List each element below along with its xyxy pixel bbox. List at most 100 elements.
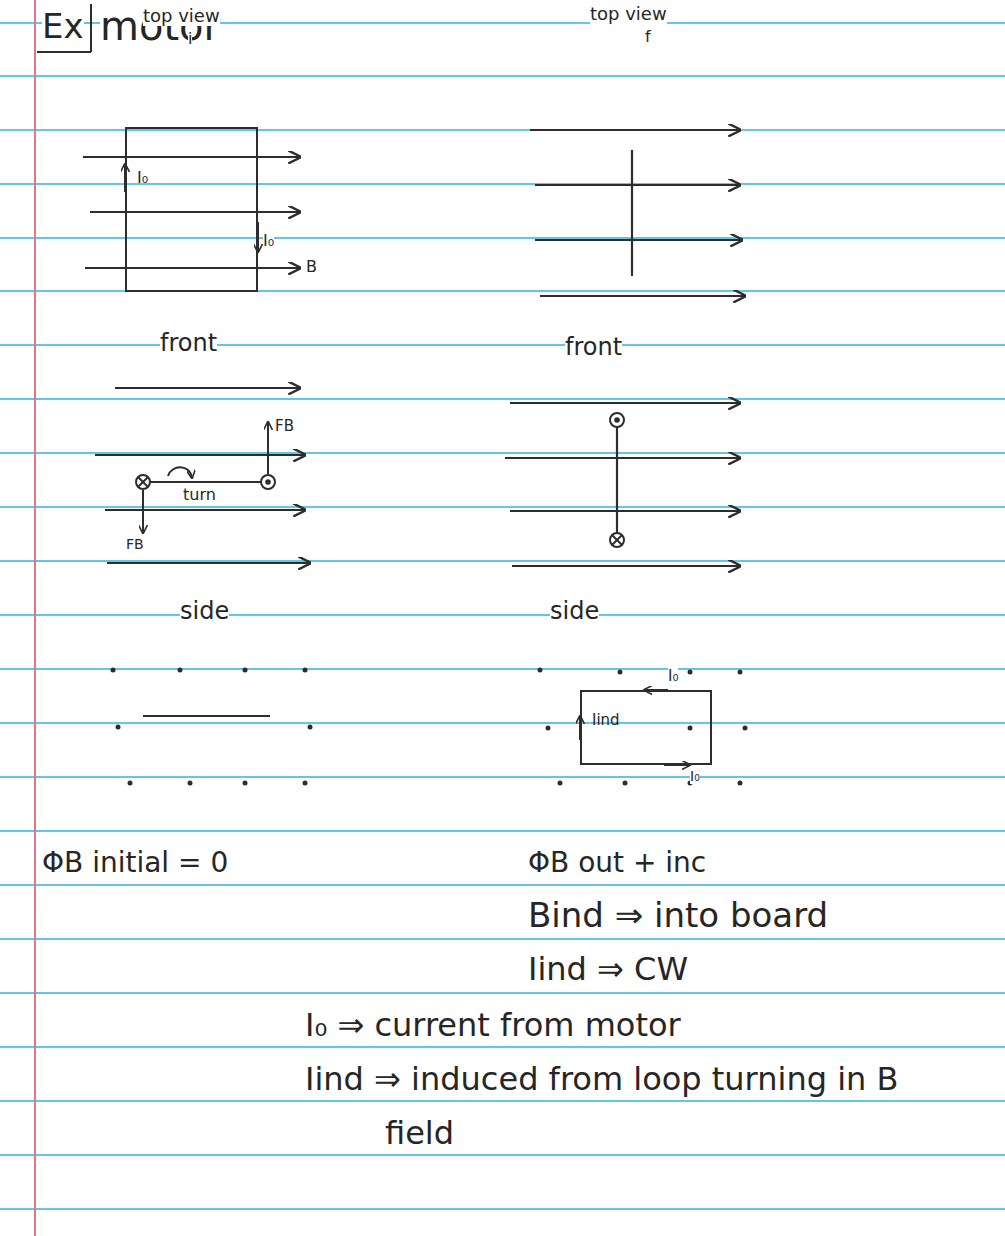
view-label: top view [143,6,220,26]
magnetic-field-arrow [85,267,300,269]
field-out-dot [688,670,693,675]
field-out-dot [738,670,743,675]
paper-rule-line [0,23,1005,1209]
field-out-dot [243,668,248,673]
paper-rule-line [0,75,1005,77]
force-label: FB [275,418,294,435]
magnetic-field-arrow [512,565,740,567]
current-label: Iind [592,712,620,729]
loop-edge-view [616,427,618,533]
field-out-dot [538,668,543,673]
field-out-dot [178,668,183,673]
example-box [90,4,92,52]
state-label: f [645,28,651,46]
paper-rule-line [0,560,1005,562]
paper-rule-line [0,992,1005,994]
paper-rule-line [0,668,1005,670]
margin-line [34,0,36,1236]
force-arrow [143,422,268,533]
loop-edge-view [143,715,270,717]
paper-rule-line [0,1100,1005,1102]
margin-line [34,0,36,1236]
paper-rule-line [0,938,1005,940]
current-symbol [261,475,275,489]
paper-rule-line [0,1208,1005,1210]
magnetic-field-arrow [535,184,740,186]
current-symbol [136,475,150,489]
note-text: Bind ⇒ into board [528,897,828,934]
current-symbol [136,413,624,547]
field-out-dot [743,726,748,731]
field-out-dot [546,726,551,731]
note-text: ΦB initial = 0 [42,848,228,879]
current-label: I₀ [137,169,148,187]
field-out-dot [308,725,313,730]
field-out-dot [303,668,308,673]
magnetic-field-arrow [83,156,300,158]
paper-rule-line [0,776,1005,778]
current-label: I₀ [263,232,274,250]
note-text: ΦB out + inc [528,848,706,879]
magnetic-field-arrow [510,402,740,404]
field-out-dot [116,725,121,730]
magnetic-field-arrow [83,130,745,566]
current-symbol [612,535,622,545]
paper-rule-line [0,398,1005,400]
current-symbol [612,535,622,545]
magnetic-field-arrow [105,509,305,511]
current-loop: Iind [580,690,712,765]
current-symbol [610,533,624,547]
field-out-dot [111,668,116,673]
rotation-arrow [168,467,192,478]
field-out-dot [623,781,628,786]
current-label: I₀ [668,668,678,685]
rotation-label: turn [183,486,216,504]
field-label: B [306,258,317,276]
current-loop: I₀ [125,127,258,292]
magnetic-field-arrow [510,510,740,512]
magnetic-field-arrow [90,211,300,213]
magnetic-field-arrow [530,129,740,131]
field-out-dot [243,781,248,786]
current-symbol [615,418,619,422]
paper-rule-line [0,1154,1005,1156]
current-symbol [610,413,624,427]
note-text: I₀ ⇒ current from motor [305,1008,681,1043]
field-out-dot [188,781,193,786]
view-label: side [550,598,599,624]
field-out-dot [303,781,308,786]
loop-edge-view [631,150,633,276]
paper-rule-line [0,1046,1005,1048]
magnetic-field-arrow [115,387,300,389]
field-out-dot [128,781,133,786]
paper-rule-line [0,614,1005,616]
view-label: top view [590,4,667,24]
magnetic-field-arrow [95,454,305,456]
loop-edge-view [143,150,632,716]
loop-edge-view [150,481,261,483]
magnetic-field-arrow [540,295,745,297]
magnetic-field-arrow [505,457,740,459]
force-arrow [142,490,144,533]
field-out-dot [558,781,563,786]
paper-rule-line [0,884,1005,886]
view-label: front [565,334,622,360]
rotation-arrow [168,467,192,478]
magnetic-field-arrow [107,562,310,564]
field-out-dot [618,670,623,675]
paper-rule-line [0,830,1005,832]
field-out-dot [688,726,693,731]
magnetic-field-arrow [535,239,742,241]
paper-rule-line [0,452,1005,454]
paper-rule-line [0,129,1005,131]
paper-rule-line [0,237,1005,239]
current-symbol [266,480,270,484]
paper-rule-line [0,506,1005,508]
field-out-dot [738,781,743,786]
view-label: front [160,330,217,356]
note-text: Iind ⇒ induced from loop turning in B fi… [305,1052,955,1160]
current-symbol [138,477,148,487]
